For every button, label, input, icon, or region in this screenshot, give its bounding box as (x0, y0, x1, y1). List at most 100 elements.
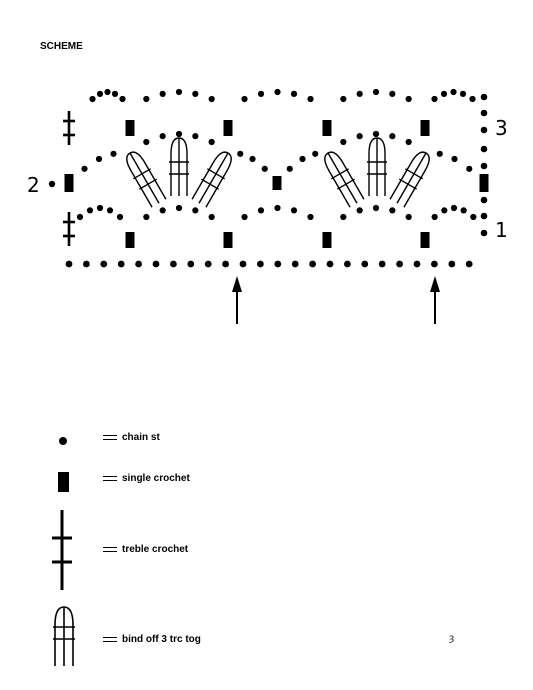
chain-stitch (460, 207, 467, 214)
cluster-stroke (198, 152, 229, 204)
chain-dot-icon (59, 437, 67, 445)
trc-cluster (389, 151, 430, 208)
chain-stitch (65, 260, 73, 268)
chain-stitch (451, 155, 458, 163)
row-label-3: 3 (495, 116, 508, 140)
chain-stitch (372, 130, 380, 138)
legend-label: chain st (122, 432, 160, 443)
trc-cluster (169, 137, 189, 196)
chain-stitch (356, 133, 363, 140)
chain-stitch (159, 133, 166, 140)
chain-stitch (436, 150, 443, 157)
chain-stitch (89, 95, 96, 103)
chain-stitch (469, 95, 476, 103)
chain-stitch (257, 90, 265, 97)
chain-stitch (95, 155, 103, 163)
chain-stitch (340, 95, 347, 103)
legend-label: single crochet (122, 473, 190, 484)
scheme-title: SCHEME (40, 41, 83, 52)
single-crochet (125, 120, 135, 136)
chain-stitch (152, 260, 160, 268)
chain-stitch (257, 207, 265, 214)
chain-stitch (405, 213, 412, 221)
chain-stitch (170, 260, 177, 268)
chain-stitch (405, 95, 412, 103)
chain-stitch (208, 138, 215, 146)
chain-stitch (480, 93, 488, 101)
chain-stitch (290, 90, 298, 97)
chain-stitch (96, 204, 104, 212)
single-crochet (223, 120, 233, 136)
chain-stitch (106, 207, 114, 214)
chain-stitch (261, 165, 268, 172)
single-crochet (479, 174, 489, 192)
chain-stitch (83, 260, 90, 268)
chain-stitch (340, 138, 347, 146)
cluster-stroke (404, 168, 424, 180)
single-crochet (223, 232, 233, 248)
chain-stitch (441, 207, 448, 214)
cluster-stroke (327, 152, 358, 204)
chain-stitch (192, 207, 199, 214)
chain-stitch (440, 90, 448, 97)
chain-stitch (48, 180, 56, 188)
trc-cluster (367, 137, 387, 196)
row-label-1: 1 (495, 218, 508, 242)
chain-stitch (96, 90, 104, 97)
cluster-icon (53, 606, 75, 666)
chain-stitch (76, 213, 84, 221)
single-crochet (322, 232, 332, 248)
chain-stitch (466, 165, 473, 172)
chain-stitch (241, 213, 248, 221)
chain-stitch (204, 260, 212, 268)
chain-stitch (344, 260, 351, 268)
chain-stitch (249, 155, 256, 163)
chain-stitch (309, 260, 316, 268)
chain-stitch (431, 213, 438, 221)
chain-stitch (274, 204, 281, 212)
chain-stitch (143, 95, 150, 103)
trc-cluster (126, 151, 167, 208)
chain-stitch (116, 213, 124, 221)
cluster-stroke (200, 178, 220, 190)
cluster-stroke (396, 152, 427, 204)
chain-stitch (299, 155, 306, 163)
chain-stitch (312, 150, 319, 157)
chain-stitch (100, 260, 108, 268)
chain-stitch (389, 90, 396, 97)
chain-stitch (480, 109, 488, 117)
chain-stitch (241, 95, 248, 103)
start-arrows (232, 276, 440, 324)
single-crochet-icon (58, 472, 69, 492)
single-crochet (420, 120, 430, 136)
chain-stitch (450, 204, 458, 212)
cluster-stroke (398, 178, 418, 190)
chain-stitch (480, 126, 488, 134)
single-crochet (64, 174, 74, 192)
chain-stitch (81, 165, 88, 172)
chain-stitch (465, 260, 473, 268)
single-crochet (272, 176, 282, 190)
chain-stitch (104, 88, 111, 96)
chain-stitch (448, 260, 456, 268)
chain-stitch (413, 260, 421, 268)
chain-stitch (192, 133, 199, 140)
chain-stitch (110, 150, 117, 157)
chain-stitch (86, 207, 94, 214)
chain-stitch (431, 95, 438, 103)
chain-stitch (459, 90, 467, 97)
chain-stitch (222, 260, 230, 268)
arrow-head (232, 276, 242, 292)
chain-stitch (208, 95, 215, 103)
chain-stitch (480, 162, 488, 170)
cluster-stroke (330, 168, 350, 180)
chain-stitch (159, 207, 166, 214)
chain-stitch (326, 260, 334, 268)
stray-mark: ȝ (449, 633, 455, 644)
chain-stitch (361, 260, 369, 268)
single-crochet (125, 232, 135, 248)
chain-stitch (274, 88, 281, 96)
cluster-stroke (132, 168, 152, 180)
chain-stitch (135, 260, 143, 268)
chain-stitch (111, 90, 119, 97)
